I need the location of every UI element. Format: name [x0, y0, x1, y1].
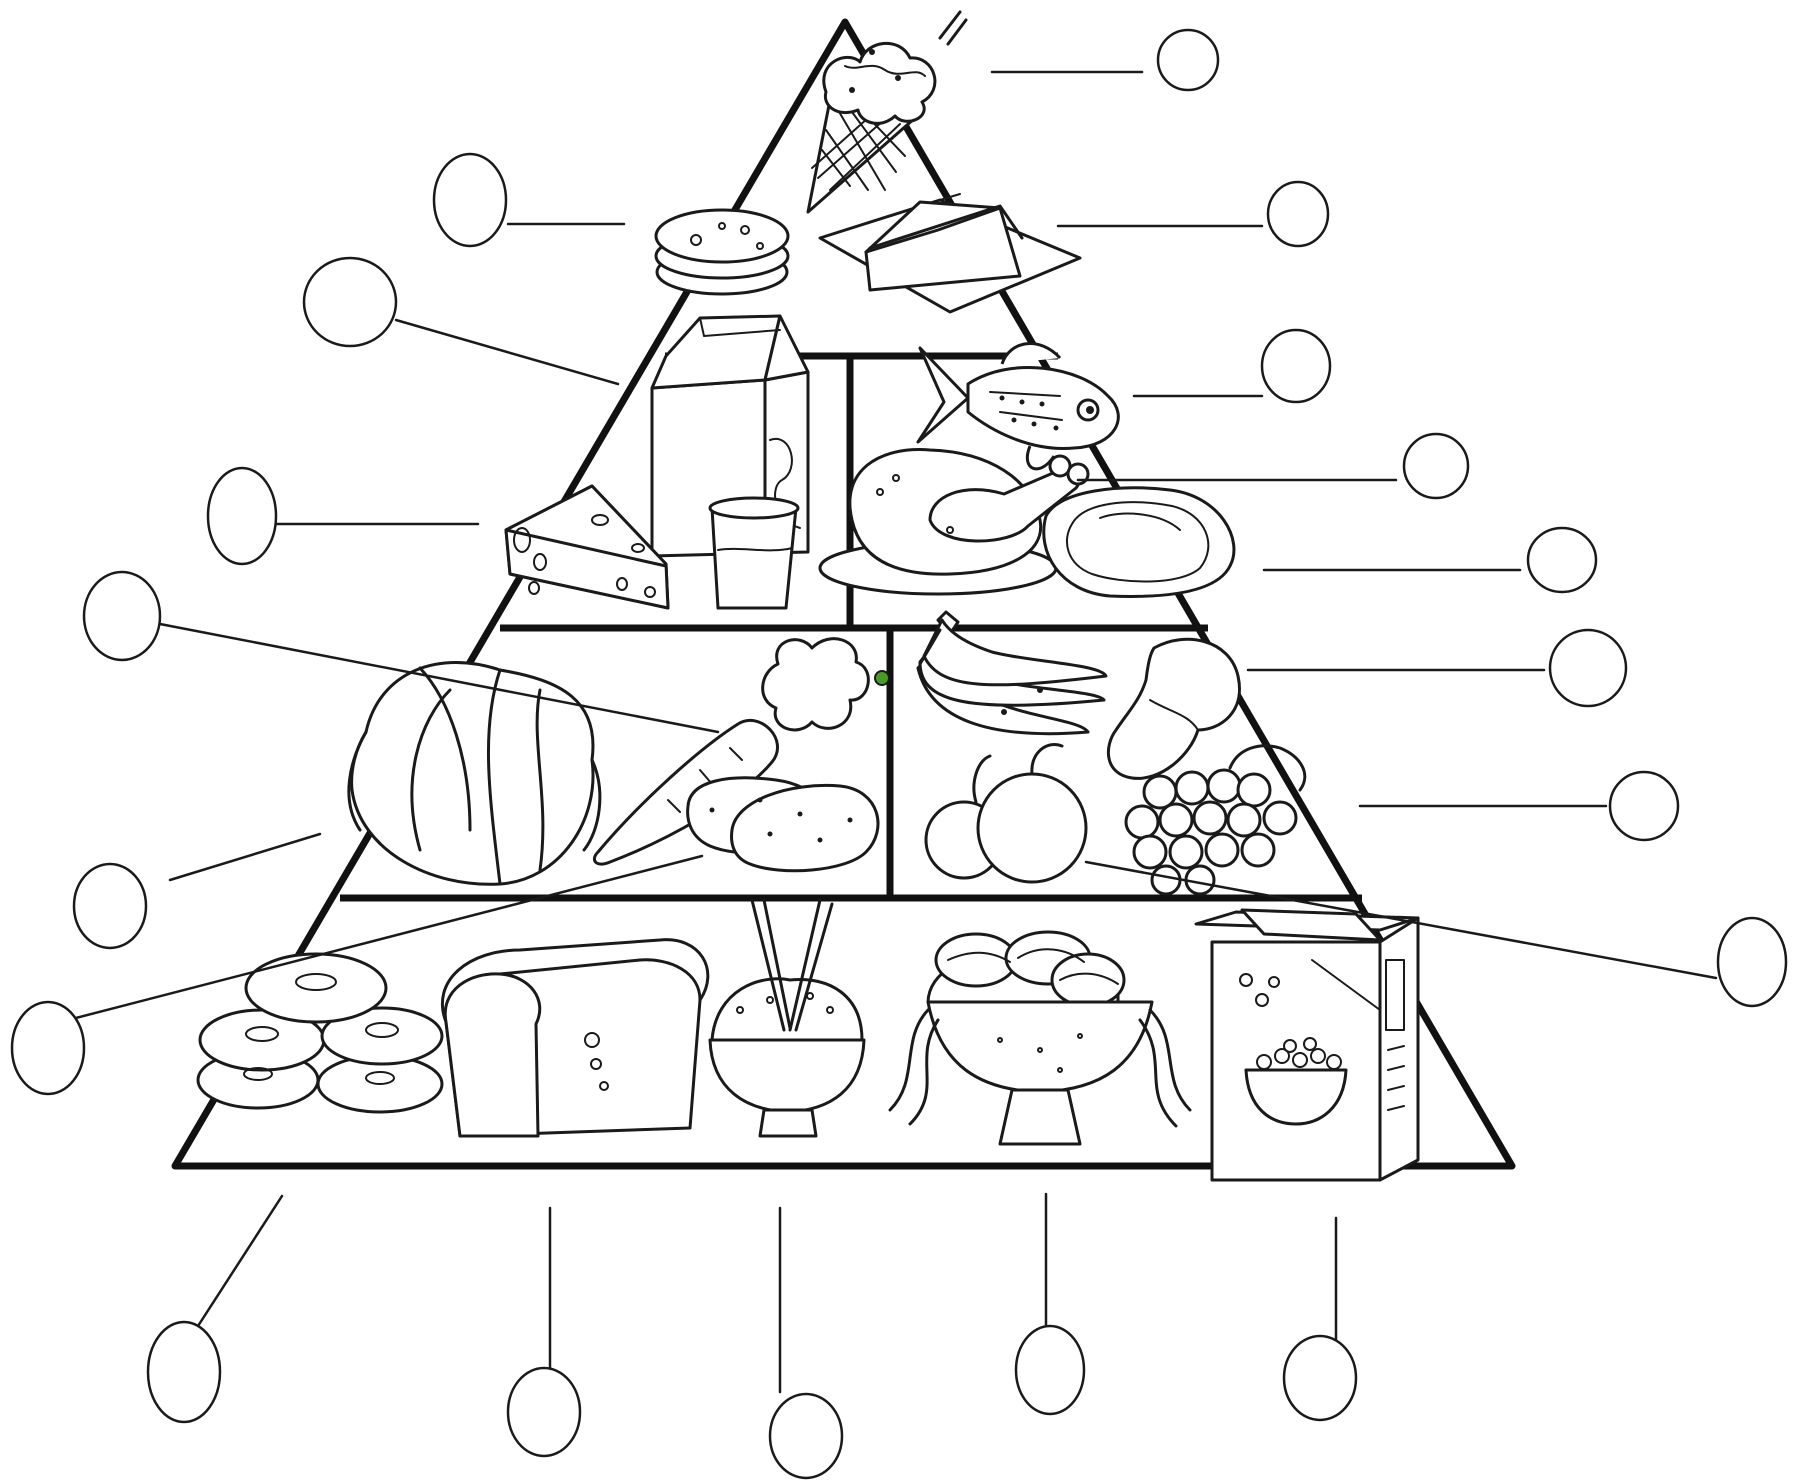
answer-blank-steak[interactable] [1528, 528, 1596, 592]
tier-fruits [918, 612, 1305, 894]
answer-blank-chicken[interactable] [1404, 434, 1468, 498]
cereal-box-icon [1196, 910, 1418, 1180]
answer-blank-lettuce[interactable] [74, 864, 146, 948]
leader-bagels [198, 1196, 282, 1326]
answer-blank-fish[interactable] [1262, 330, 1330, 402]
leader-lettuce [170, 834, 320, 880]
butter-icon [820, 194, 1080, 312]
cheese-wedge-icon [506, 486, 668, 608]
answer-blank-milk[interactable] [304, 258, 396, 346]
carrot-top-accent [875, 671, 889, 685]
answer-blank-pear[interactable] [1550, 630, 1626, 706]
potatoes-icon [688, 778, 878, 871]
bread-loaf-icon [442, 940, 707, 1136]
leader-milk [396, 320, 618, 384]
steak-icon [1044, 488, 1234, 597]
answer-blank-spaghetti[interactable] [1016, 1326, 1084, 1414]
answer-blank-ice-cream[interactable] [1158, 30, 1218, 90]
answer-blank-rice[interactable] [770, 1394, 842, 1478]
answer-blank-bagels[interactable] [148, 1322, 220, 1422]
answer-blank-cereal[interactable] [1284, 1336, 1356, 1420]
answer-blank-cheese[interactable] [208, 468, 276, 564]
tier-protein [820, 344, 1234, 597]
tier-grains [198, 900, 1418, 1180]
tier-dairy [506, 316, 808, 608]
oranges-icon [926, 744, 1086, 882]
answer-blank-potatoes[interactable] [12, 1002, 84, 1094]
spaghetti-icon [890, 932, 1190, 1144]
answer-blank-carrot[interactable] [84, 572, 160, 660]
glass-of-milk-icon [710, 498, 798, 608]
tier-sweets-fats [656, 12, 1080, 312]
cookies-icon [656, 210, 788, 294]
answer-blank-cookies[interactable] [434, 154, 506, 246]
lettuce-icon [349, 663, 600, 885]
answer-blank-grapes[interactable] [1610, 772, 1678, 840]
rice-bowl-icon [710, 900, 864, 1136]
answer-blank-bread[interactable] [508, 1368, 580, 1456]
answer-blank-butter[interactable] [1268, 182, 1328, 246]
answer-blank-oranges[interactable] [1718, 918, 1786, 1006]
pear-icon [1108, 639, 1239, 778]
